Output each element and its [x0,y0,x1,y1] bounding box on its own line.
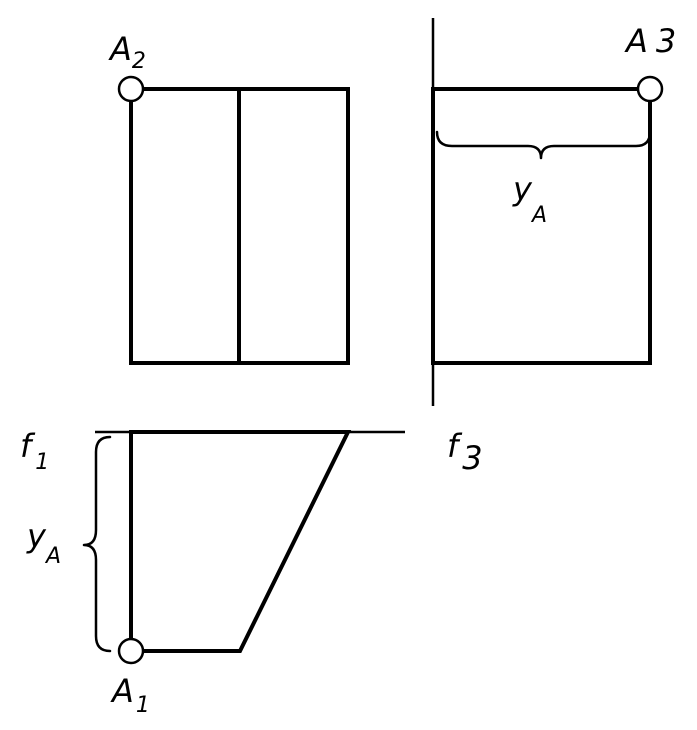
front-view [117,75,350,365]
label-ya-top: yA [512,170,547,228]
label-a2: A2 [108,30,146,74]
top-view [82,430,405,665]
brace-ya-top [435,130,652,160]
side-view [431,18,664,406]
point-a3 [636,75,664,103]
point-a2 [117,75,145,103]
label-a1: A1 [110,672,150,718]
label-ya-left: yA [26,517,61,569]
brace-ya-left [82,435,112,653]
side-view-outline [431,87,652,365]
top-view-outline [129,430,352,653]
point-a1 [117,637,145,665]
